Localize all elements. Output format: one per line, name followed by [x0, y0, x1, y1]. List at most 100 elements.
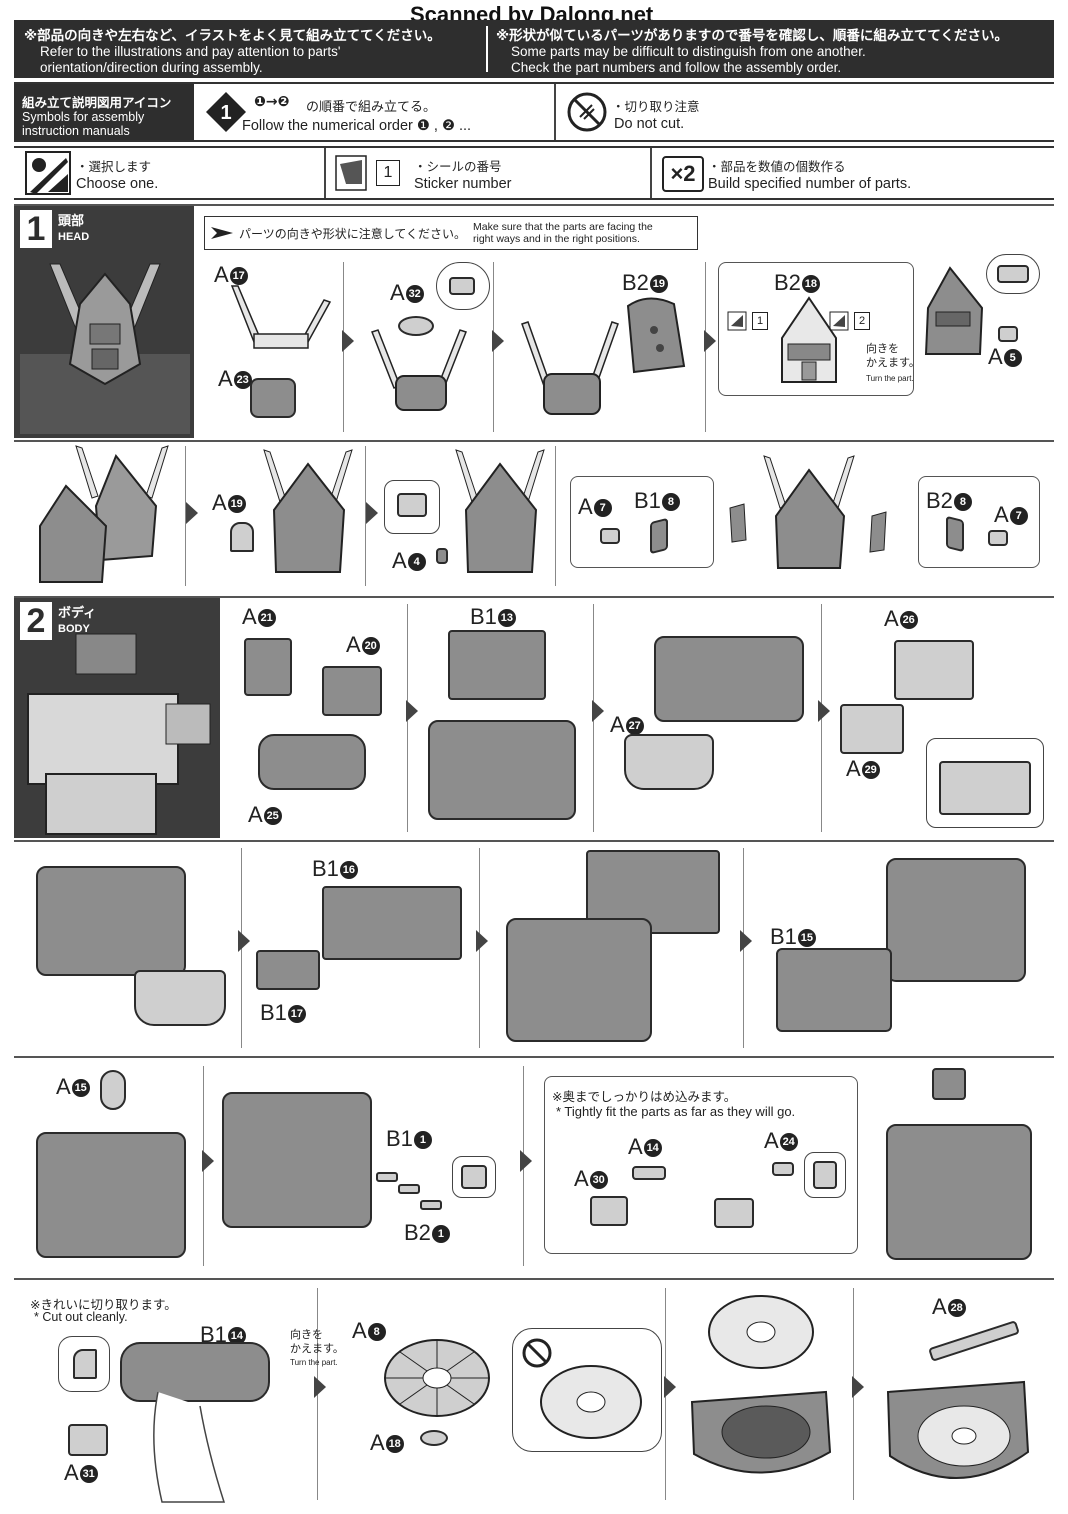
- part-a17-antenna: [230, 285, 332, 349]
- part-number: 5: [1003, 349, 1022, 368]
- part-a4-detail: [397, 493, 427, 517]
- no-cut-icon: [567, 92, 607, 132]
- svg-text:1: 1: [220, 102, 231, 124]
- symbol-divider-2: [324, 148, 326, 198]
- turn-jp-1: 向きを: [290, 1328, 323, 1341]
- part-number: 14: [643, 1139, 662, 1158]
- part-number: 17: [287, 1005, 306, 1024]
- part-letter: B1: [770, 924, 797, 949]
- head-with-antenna: [521, 321, 619, 415]
- symbol-divider-1: [554, 84, 556, 140]
- part-letter: B1: [634, 488, 661, 513]
- step-arrow: [520, 1150, 532, 1172]
- part-a30: [590, 1196, 628, 1226]
- head-side-parts-left-box: [570, 476, 714, 568]
- part-number: 30: [589, 1171, 608, 1190]
- body-preview-illustration: [27, 633, 211, 835]
- part-letter: A: [248, 802, 263, 827]
- part-letter: A: [578, 494, 593, 519]
- part-a25: [258, 734, 366, 790]
- header-banner: ※部品の向きや左右など、イラストをよく見て組み立ててください。 Refer to…: [14, 20, 1054, 78]
- part-a7-right: [988, 530, 1008, 546]
- step2-top-rule: [14, 596, 1054, 598]
- part-number: 1: [413, 1131, 432, 1150]
- part-a5: [998, 326, 1018, 342]
- body-core-assembly: [428, 720, 576, 820]
- part-number: 31: [79, 1465, 98, 1484]
- part-number: 4: [407, 553, 426, 572]
- header-left-jp: ※部品の向きや左右など、イラストをよく見て組み立ててください。: [24, 28, 441, 44]
- turn-jp-2: かえます。: [866, 356, 920, 369]
- step-arrow: [492, 330, 504, 352]
- step1-row2-div-3: [555, 446, 556, 586]
- symbols-row-2: ・選択します Choose one. 1 ・シールの番号 Sticker num…: [14, 146, 1054, 200]
- choose-symbol-cell: ・選択します Choose one.: [14, 148, 324, 198]
- part-b2-8: [946, 515, 964, 553]
- step-arrow: [740, 930, 752, 952]
- part-letter: A: [574, 1166, 589, 1191]
- sticker-number-box: 1: [376, 160, 400, 186]
- step1-row2-rule: [14, 440, 1054, 442]
- step1-number: 1: [20, 210, 52, 248]
- order-diamond-icon: 1: [206, 92, 246, 132]
- part-a21: [244, 638, 292, 696]
- part-letter: A: [988, 344, 1003, 369]
- body-assembly-3: [36, 866, 186, 976]
- symbols-title-jp: 組み立て説明図用アイコン: [22, 95, 172, 110]
- part-b1-1-b: [398, 1184, 420, 1194]
- step2-label-en: BODY: [58, 623, 90, 635]
- body-assembly-4: [506, 918, 652, 1042]
- part-a27-front: [134, 970, 226, 1026]
- fit-note-box: [544, 1076, 858, 1254]
- step-arrow: [202, 1150, 214, 1172]
- part-letter: A: [932, 1294, 947, 1319]
- body-assembly-8: [886, 1124, 1032, 1260]
- fan-assembly-2: [886, 1380, 1030, 1480]
- sticker-1-icon: [727, 311, 747, 331]
- part-a32-cap: [398, 316, 434, 336]
- part-number: 28: [947, 1299, 966, 1318]
- sticker-2-number: 2: [854, 312, 870, 330]
- part-letter: A: [346, 632, 361, 657]
- sticker-symbol-cell: 1 ・シールの番号 Sticker number: [326, 148, 650, 198]
- multiply-jp: ・部品を数値の個数作る: [708, 159, 846, 174]
- part-letter: A: [846, 756, 861, 781]
- head-assembly-1: [39, 445, 169, 583]
- part-a5-detail: [997, 265, 1029, 283]
- part-letter: B2: [774, 270, 801, 295]
- part-number: 25: [263, 807, 282, 826]
- step2-row2-rule: [14, 840, 1054, 842]
- part-b1-17: [256, 950, 320, 990]
- step-arrow: [314, 1376, 326, 1398]
- part-number: 8: [953, 493, 972, 512]
- part-number: 8: [661, 493, 680, 512]
- turn-en: Turn the part.: [866, 374, 914, 383]
- part-letter: A: [56, 1074, 71, 1099]
- part-number: 15: [71, 1079, 90, 1098]
- a31-detail-callout: [58, 1336, 110, 1392]
- step1-note-jp: パーツの向きや形状に注意してください。: [239, 227, 467, 241]
- part-letter: A: [392, 548, 407, 573]
- assembled-head-base: [371, 329, 467, 411]
- step2-row3-rule: [14, 1056, 1054, 1058]
- part-letter: A: [214, 262, 229, 287]
- a4-detail-callout: [384, 480, 440, 534]
- head-preview-illustration: [20, 263, 190, 434]
- part-number: 14: [227, 1327, 246, 1346]
- header-right-en-2: Check the part numbers and follow the as…: [511, 60, 842, 75]
- part-a23-base: [250, 378, 296, 418]
- fit-note-jp: ※奥までしっかりはめ込みます。: [552, 1089, 737, 1104]
- part-letter: A: [764, 1128, 779, 1153]
- sticker-jp: ・シールの番号: [414, 159, 502, 174]
- part-b1-1-a: [376, 1172, 398, 1182]
